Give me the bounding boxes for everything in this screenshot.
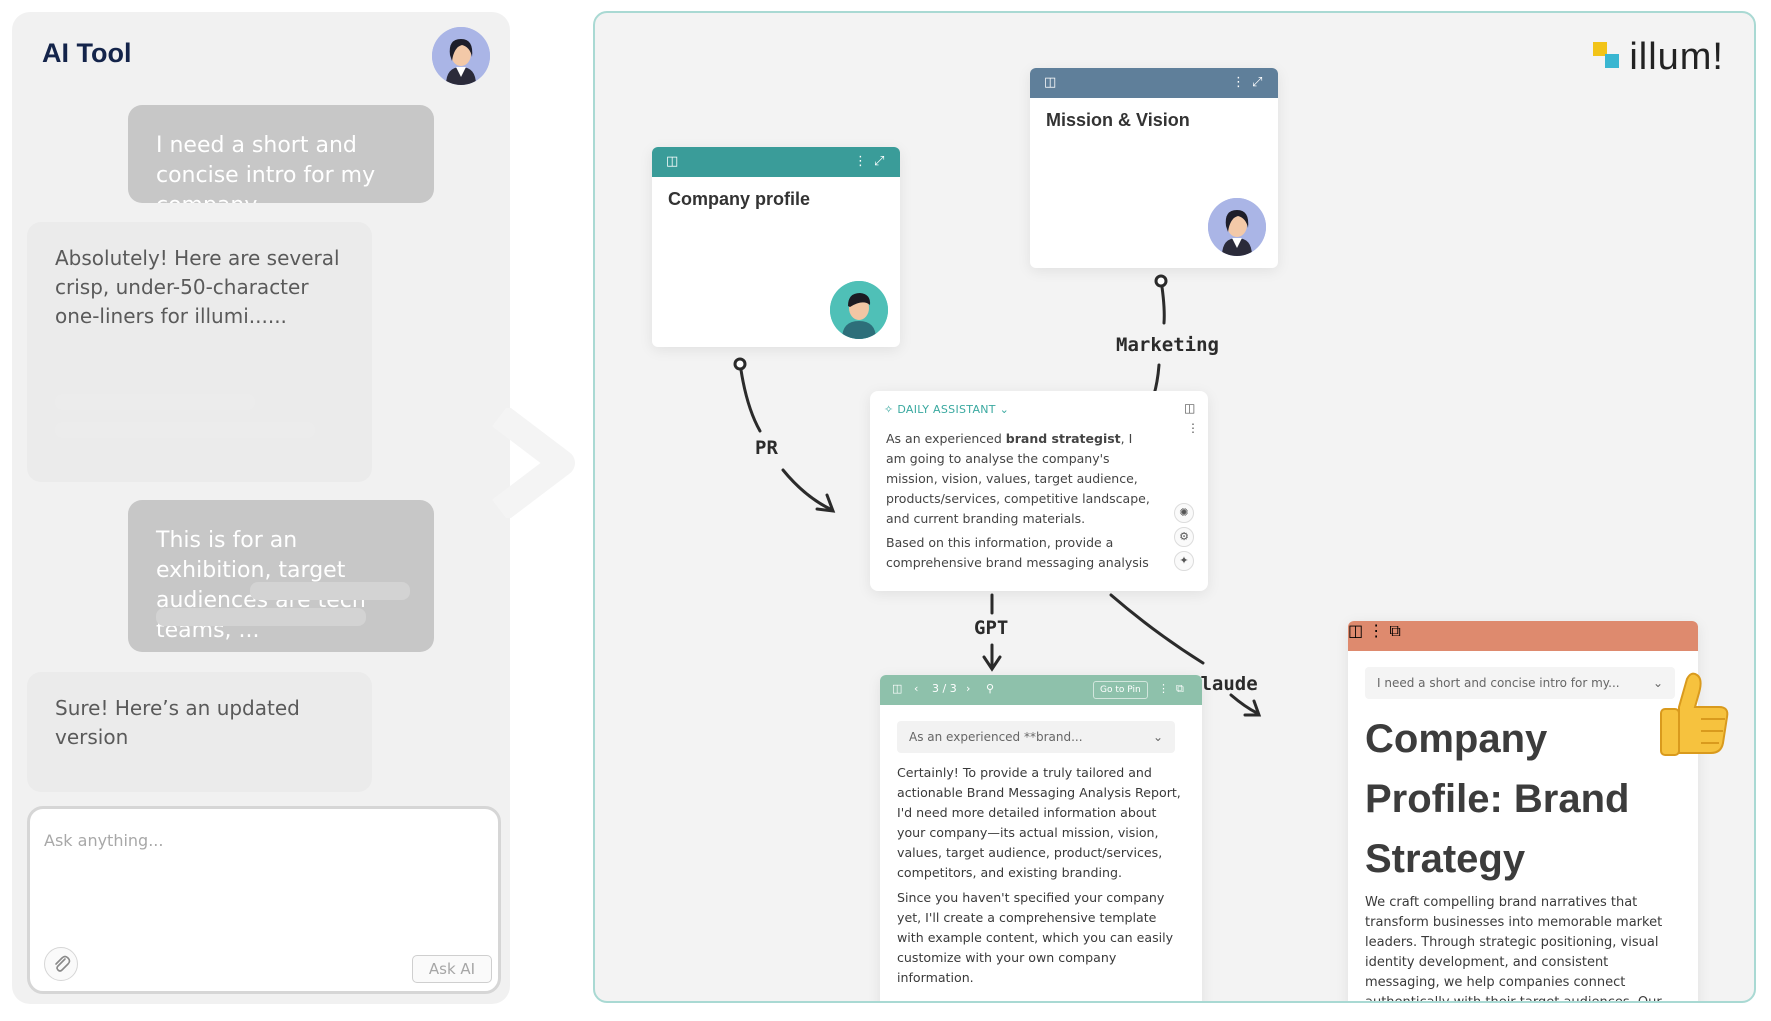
more-vertical-icon[interactable]: ⋮ bbox=[1368, 621, 1385, 640]
more-vertical-icon[interactable]: ⋮ bbox=[854, 154, 867, 169]
loading-shimmer bbox=[55, 394, 255, 410]
mission-vision-card[interactable]: ◫ ⋮ ⤢ Mission & Vision bbox=[1030, 68, 1278, 268]
assistant-prompt: As an experienced brand strategist, I am… bbox=[886, 429, 1156, 577]
panel-icon[interactable]: ◫ bbox=[1044, 75, 1057, 90]
card-title: Mission & Vision bbox=[1046, 110, 1190, 130]
card-header: ◫ ⋮ ⧉ bbox=[1348, 621, 1698, 651]
flow-connectors bbox=[733, 274, 1262, 717]
pin-icon[interactable]: ⚲ bbox=[986, 682, 995, 695]
ask-ai-button[interactable]: Ask AI bbox=[412, 955, 492, 983]
card-title: Company profile bbox=[668, 189, 811, 209]
ask-anything-input[interactable] bbox=[44, 831, 484, 911]
copy-icon[interactable]: ⧉ bbox=[1176, 682, 1184, 695]
prompt-paragraph: Based on this information, provide a com… bbox=[886, 535, 1149, 570]
panel-icon[interactable]: ◫ bbox=[892, 682, 903, 695]
flow-canvas: illum! bbox=[593, 11, 1756, 1003]
more-vertical-icon[interactable]: ⋮ bbox=[1187, 421, 1199, 435]
chevron-left-icon[interactable]: ‹ bbox=[914, 682, 919, 695]
panel-icon[interactable]: ◫ bbox=[1184, 401, 1196, 415]
gpt-response-text: Certainly! To provide a truly tailored a… bbox=[897, 763, 1187, 993]
prompt-text: As an experienced bbox=[886, 431, 1006, 446]
chevron-right-icon[interactable]: › bbox=[966, 682, 971, 695]
thumbs-up-icon bbox=[1660, 672, 1729, 756]
model-openai-icon[interactable]: ✺ bbox=[1174, 503, 1194, 523]
pager-text: 3 / 3 bbox=[932, 682, 957, 695]
paperclip-icon[interactable] bbox=[44, 947, 78, 981]
flow-label-marketing: Marketing bbox=[1116, 334, 1219, 356]
prompt-select[interactable]: As an experienced **brand... ⌄ bbox=[897, 721, 1175, 753]
loading-shimmer bbox=[250, 582, 410, 600]
go-to-pin-button[interactable]: Go to Pin bbox=[1093, 681, 1148, 699]
flow-label-claude: Claude bbox=[1189, 673, 1258, 695]
chevron-down-icon: ⌄ bbox=[1652, 676, 1663, 690]
flow-label-gpt: GPT bbox=[974, 617, 1009, 639]
flow-label-pr: PR bbox=[755, 437, 778, 459]
chat-message-ai: Absolutely! Here are several crisp, unde… bbox=[27, 222, 372, 482]
message-text: Sure! Here’s an updated version bbox=[55, 696, 300, 749]
assistant-header[interactable]: ✧ DAILY ASSISTANT ⌄ bbox=[884, 403, 1009, 416]
claude-response-card[interactable]: ◫ ⋮ ⧉ I need a short and concise intro f… bbox=[1348, 621, 1698, 1003]
model-add-icon[interactable]: ✦ bbox=[1174, 551, 1194, 571]
more-vertical-icon[interactable]: ⋮ bbox=[1158, 682, 1169, 695]
chat-message-user: I need a short and concise intro for my … bbox=[128, 105, 434, 203]
copy-icon[interactable]: ⧉ bbox=[1389, 621, 1401, 640]
expand-icon[interactable]: ⤢ bbox=[874, 154, 885, 169]
panel-icon[interactable]: ◫ bbox=[666, 154, 679, 169]
response-paragraph: Certainly! To provide a truly tailored a… bbox=[897, 765, 1181, 880]
response-heading: Company Profile: Brand Strategy bbox=[1365, 717, 1630, 881]
panel-icon[interactable]: ◫ bbox=[1348, 621, 1364, 640]
prompt-select-value: I need a short and concise intro for my.… bbox=[1377, 676, 1620, 690]
chevron-right-icon bbox=[492, 408, 575, 518]
chat-input-box: Ask AI bbox=[27, 806, 501, 994]
illumi-logo: illum! bbox=[1593, 35, 1724, 79]
user-avatar-icon bbox=[830, 281, 888, 339]
logo-mark-icon bbox=[1593, 42, 1623, 72]
chat-message-ai: Sure! Here’s an updated version bbox=[27, 672, 372, 792]
chevron-down-icon: ⌄ bbox=[995, 403, 1010, 416]
daily-assistant-card[interactable]: ✧ DAILY ASSISTANT ⌄ ◫ ⋮ As an experience… bbox=[870, 391, 1208, 591]
prompt-text: , I am going to analyse the company's mi… bbox=[886, 431, 1150, 526]
more-vertical-icon[interactable]: ⋮ bbox=[1232, 75, 1245, 90]
assistant-mode-label: DAILY ASSISTANT bbox=[897, 403, 996, 416]
expand-icon[interactable]: ⤢ bbox=[1252, 75, 1263, 90]
claude-response-text: We craft compelling brand narratives tha… bbox=[1365, 895, 1663, 1003]
card-header: ◫ ⋮ ⤢ bbox=[1030, 68, 1278, 98]
chevron-down-icon: ⌄ bbox=[1152, 730, 1163, 744]
logo-text: illum! bbox=[1629, 35, 1724, 78]
message-text: I need a short and concise intro for my … bbox=[156, 133, 376, 203]
chat-message-user: This is for an exhibition, target audien… bbox=[128, 500, 434, 652]
sparkle-icon: ✧ bbox=[884, 403, 898, 416]
prompt-select[interactable]: I need a short and concise intro for my.… bbox=[1365, 667, 1675, 699]
company-profile-card[interactable]: ◫ ⋮ ⤢ Company profile bbox=[652, 147, 900, 347]
chat-panel: AI Tool I need a short and concise intro… bbox=[12, 12, 510, 1004]
user-avatar-icon bbox=[1208, 198, 1266, 256]
prompt-paragraph: As an experienced brand strategist, I am… bbox=[886, 429, 1156, 529]
gpt-response-card[interactable]: ◫ ‹ 3 / 3 › ⚲ Go to Pin ⋮ ⧉ As an experi… bbox=[880, 675, 1202, 1001]
response-paragraph: Since you haven't specified your company… bbox=[897, 890, 1174, 985]
chat-title: AI Tool bbox=[42, 38, 132, 68]
card-header: ◫ ‹ 3 / 3 › ⚲ Go to Pin ⋮ ⧉ bbox=[880, 675, 1202, 705]
prompt-bold-text: brand strategist bbox=[1005, 431, 1121, 446]
user-avatar-icon[interactable] bbox=[432, 27, 490, 85]
card-header: ◫ ⋮ ⤢ bbox=[652, 147, 900, 177]
prompt-select-value: As an experienced **brand... bbox=[909, 730, 1083, 744]
loading-shimmer bbox=[55, 422, 315, 438]
message-text: Absolutely! Here are several crisp, unde… bbox=[55, 246, 340, 328]
model-settings-icon[interactable]: ⚙ bbox=[1174, 527, 1194, 547]
loading-shimmer bbox=[156, 608, 366, 626]
